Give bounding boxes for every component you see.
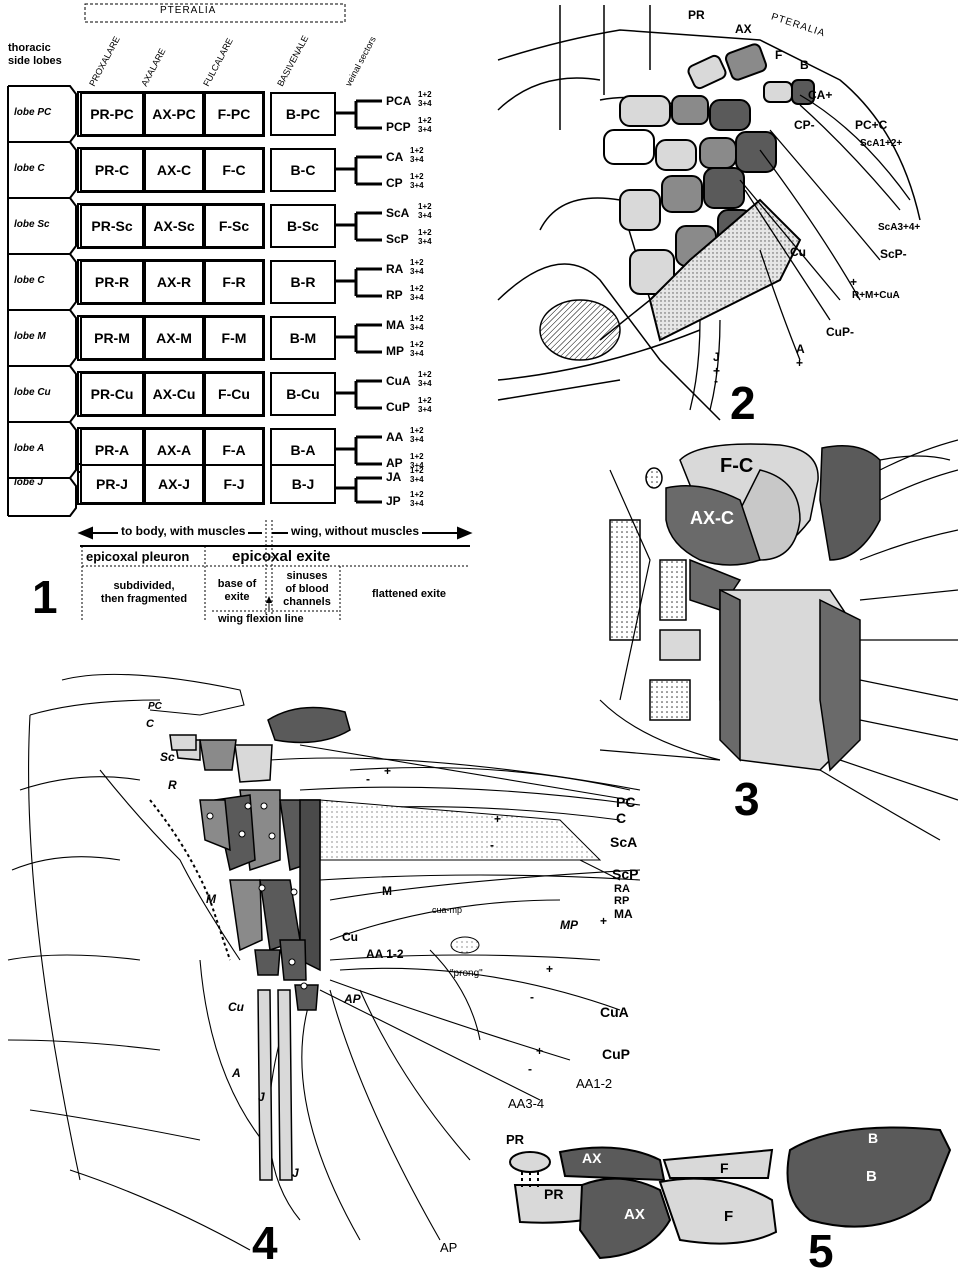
fig5-label-B-bottom: B: [866, 1168, 877, 1185]
fig5-label-PR-bottom: PR: [544, 1186, 563, 1202]
fig5-label-AX-top: AX: [582, 1150, 601, 1166]
panel-number-5: 5: [808, 1228, 834, 1274]
fig5-label-B-top: B: [868, 1130, 878, 1146]
fig5-label-F-bottom: F: [724, 1208, 733, 1225]
fig5-label-PR-top: PR: [506, 1132, 524, 1147]
fig5-label-AX-bottom: AX: [624, 1206, 645, 1223]
fig5-label-F-top: F: [720, 1160, 729, 1176]
